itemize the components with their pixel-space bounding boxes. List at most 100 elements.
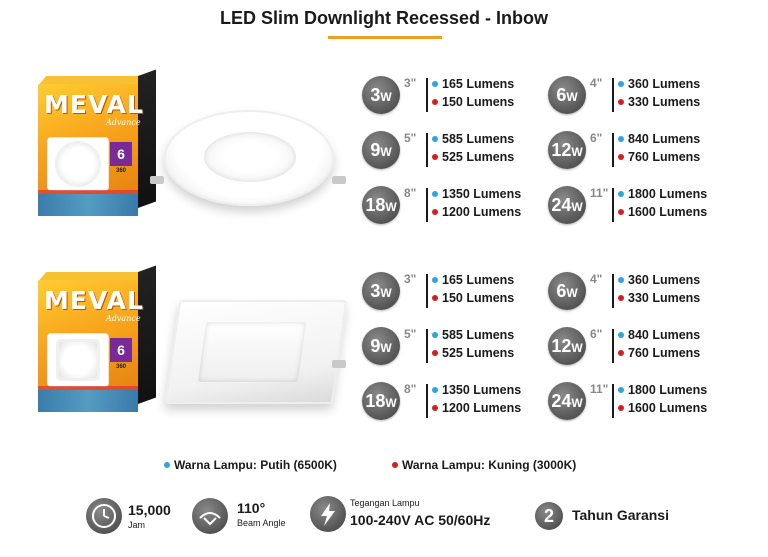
lumens-warm: 1600 Lumens — [618, 205, 707, 219]
divider — [426, 78, 428, 112]
box-series: Advance — [106, 314, 141, 323]
round-lens — [204, 132, 296, 182]
lumens-warm: 525 Lumens — [432, 150, 514, 164]
lumens-warm: 150 Lumens — [432, 291, 514, 305]
watt-badge: 3W — [362, 76, 400, 114]
red-dot-icon — [432, 349, 438, 356]
blue-dot-icon — [432, 190, 438, 197]
watt-badge: 6W — [548, 76, 586, 114]
size-label: 11" — [590, 382, 609, 396]
spec-square-9w: 9W 5" 585 Lumens 525 Lumens — [362, 325, 542, 371]
beam-value: 110° — [237, 500, 266, 516]
red-dot-icon — [618, 404, 624, 411]
square-lens — [197, 322, 307, 382]
page-title: LED Slim Downlight Recessed - Inbow — [219, 8, 549, 28]
box-stripe-red — [38, 386, 138, 390]
blue-dot-icon — [618, 276, 624, 283]
watt-badge: 12W — [548, 131, 586, 169]
divider — [612, 133, 614, 167]
blue-dot-icon — [432, 80, 438, 87]
divider — [612, 188, 614, 222]
blue-dot-icon — [618, 331, 624, 338]
divider — [612, 78, 614, 112]
box-watt: 6 — [110, 142, 132, 166]
blue-dot-icon — [618, 80, 624, 87]
lumens-white: 165 Lumens — [432, 273, 514, 287]
red-dot-icon — [618, 349, 624, 356]
watt-badge: 24W — [548, 186, 586, 224]
box-window — [48, 334, 108, 386]
box-window — [48, 138, 108, 190]
spec-round-18w: 18W 8" 1350 Lumens 1200 Lumens — [362, 184, 542, 230]
lumens-warm: 1200 Lumens — [432, 205, 521, 219]
red-dot-icon — [618, 153, 624, 160]
blue-dot-icon — [432, 135, 438, 142]
lumens-white: 360 Lumens — [618, 77, 700, 91]
red-dot-icon — [618, 208, 624, 215]
blue-dot-icon — [618, 190, 624, 197]
square-lamp-image — [59, 342, 97, 378]
spec-square-12w: 12W 6" 840 Lumens 760 Lumens — [548, 325, 728, 371]
product-box-round: MEVAL Advance 6 360 — [37, 69, 156, 216]
box-series: Advance — [106, 118, 141, 127]
blue-dot-icon — [432, 386, 438, 393]
warranty-number: 2 — [535, 502, 563, 530]
box-brand: MEVAL — [44, 90, 144, 119]
size-label: 8" — [404, 382, 417, 396]
size-label: 5" — [404, 327, 417, 341]
size-label: 6" — [590, 327, 603, 341]
lumens-warm: 150 Lumens — [432, 95, 514, 109]
spec-round-9w: 9W 5" 585 Lumens 525 Lumens — [362, 129, 542, 175]
spring-clip-right — [332, 360, 346, 368]
divider — [426, 133, 428, 167]
clock-icon — [86, 498, 122, 534]
lifetime-unit: Jam — [128, 520, 146, 530]
lumens-warm: 760 Lumens — [618, 346, 700, 360]
lumens-white: 840 Lumens — [618, 328, 700, 342]
box-stripe-blue — [38, 194, 138, 216]
spring-clip-right — [332, 176, 346, 184]
box-stripe-blue — [38, 390, 138, 412]
red-dot-icon — [618, 98, 624, 105]
product-box-square: MEVAL Advance 6 360 — [37, 265, 156, 412]
size-label: 4" — [590, 272, 603, 286]
divider — [426, 188, 428, 222]
spec-round-6w: 6W 4" 360 Lumens 330 Lumens — [548, 74, 728, 120]
blue-dot-icon — [432, 331, 438, 338]
divider — [426, 384, 428, 418]
beam-angle-icon — [192, 498, 228, 534]
lightning-icon — [310, 496, 346, 532]
watt-badge: 18W — [362, 186, 400, 224]
watt-badge: 9W — [362, 327, 400, 365]
watt-badge: 3W — [362, 272, 400, 310]
size-label: 11" — [590, 186, 609, 200]
lumens-white: 840 Lumens — [618, 132, 700, 146]
warranty-label: Tahun Garansi — [572, 507, 669, 523]
lumens-white: 360 Lumens — [618, 273, 700, 287]
legend-white: Warna Lampu: Putih (6500K) — [164, 458, 337, 472]
divider — [426, 274, 428, 308]
watt-badge: 6W — [548, 272, 586, 310]
red-dot-icon — [392, 461, 398, 468]
lumens-white: 585 Lumens — [432, 328, 514, 342]
spec-square-3w: 3W 3" 165 Lumens 150 Lumens — [362, 270, 542, 316]
legend-warm: Warna Lampu: Kuning (3000K) — [392, 458, 576, 472]
spec-round-24w: 24W 11" 1800 Lumens 1600 Lumens — [548, 184, 728, 230]
size-label: 6" — [590, 131, 603, 145]
divider — [426, 329, 428, 363]
round-lamp-image — [58, 144, 98, 184]
lumens-white: 165 Lumens — [432, 77, 514, 91]
red-dot-icon — [432, 153, 438, 160]
square-downlight-image — [164, 300, 348, 404]
box-lumens: 360 — [115, 168, 126, 174]
lumens-white: 585 Lumens — [432, 132, 514, 146]
spring-clip-left — [150, 176, 164, 184]
lumens-warm: 760 Lumens — [618, 150, 700, 164]
beam-label: Beam Angle — [237, 518, 286, 528]
watt-badge: 24W — [548, 382, 586, 420]
red-dot-icon — [432, 294, 438, 301]
spec-square-24w: 24W 11" 1800 Lumens 1600 Lumens — [548, 380, 728, 426]
round-downlight-image — [164, 110, 334, 206]
watt-badge: 9W — [362, 131, 400, 169]
size-label: 8" — [404, 186, 417, 200]
